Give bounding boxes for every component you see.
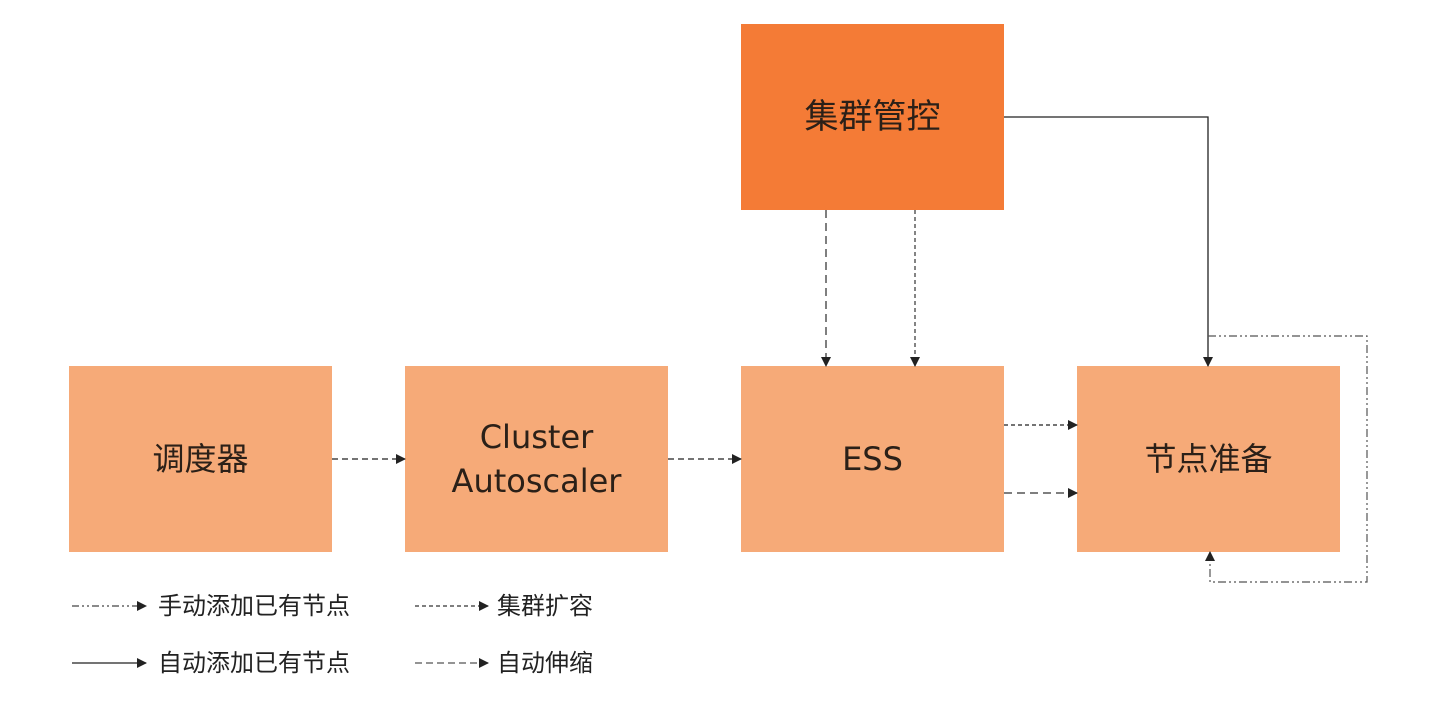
node-node-prep-label: 节点准备 (1144, 440, 1273, 478)
edge-cluster-ctrl-to-node-prep (1004, 116, 1213, 367)
legend-label-manual-add: 手动添加已有节点 (158, 592, 350, 620)
node-autoscaler-label-line1: Cluster (479, 418, 594, 456)
legend-label-cluster-expand: 集群扩容 (497, 592, 593, 620)
node-autoscaler-label-line2: Autoscaler (451, 462, 622, 500)
node-scheduler-label: 调度器 (152, 440, 249, 478)
node-ess-label: ESS (842, 440, 903, 478)
node-scheduler: 调度器 (69, 366, 332, 552)
node-node-preparation: 节点准备 (1077, 366, 1340, 552)
legend-label-auto-add: 自动添加已有节点 (158, 649, 350, 677)
legend-label-auto-scale: 自动伸缩 (497, 649, 593, 677)
node-ess: ESS (741, 366, 1004, 552)
node-cluster-autoscaler: Cluster Autoscaler (405, 366, 668, 552)
node-cluster-ctrl-label: 集群管控 (804, 97, 941, 137)
node-cluster-control: 集群管控 (741, 24, 1004, 210)
edge-node-prep-loop-top (1205, 335, 1368, 583)
